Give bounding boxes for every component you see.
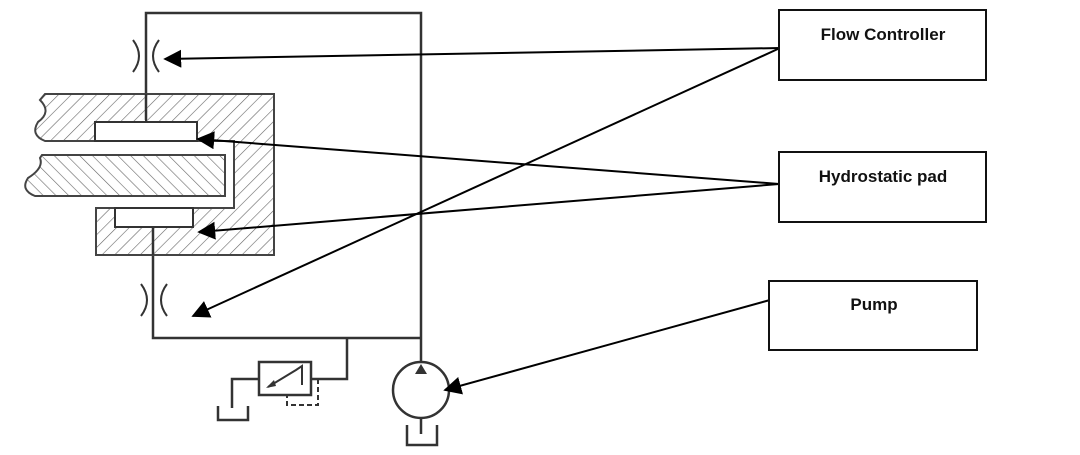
arrow-flow-controller-upper bbox=[163, 47, 781, 68]
lower-flow-controller-symbol bbox=[140, 283, 168, 317]
relief-branch-line bbox=[311, 338, 349, 381]
relief-valve-arrow bbox=[267, 364, 303, 388]
upper-hydrostatic-pad bbox=[94, 121, 198, 142]
label-box-pump: Pump bbox=[768, 280, 978, 351]
arrow-pump bbox=[443, 299, 771, 395]
supply-line-top bbox=[144, 11, 423, 362]
relief-valve-arrowhead bbox=[266, 380, 276, 388]
label-box-hydrostatic-pad: Hydrostatic pad bbox=[778, 151, 987, 223]
arrow-hydrostatic-pad-upper bbox=[196, 131, 780, 185]
relief-tank-icon bbox=[216, 406, 250, 422]
relief-valve bbox=[257, 360, 313, 397]
pump-tank-icon bbox=[405, 425, 439, 447]
shaft bbox=[24, 154, 226, 197]
label-pump: Pump bbox=[850, 295, 897, 314]
upper-flow-controller-symbol bbox=[132, 39, 160, 73]
label-flow-controller: Flow Controller bbox=[821, 25, 946, 44]
label-hydrostatic-pad: Hydrostatic pad bbox=[819, 167, 947, 186]
arrow-hydrostatic-pad-lower bbox=[197, 183, 780, 240]
pilot-line-dashed bbox=[286, 379, 319, 406]
arrow-flow-controller-lower bbox=[191, 47, 781, 318]
supply-line-bottom bbox=[151, 227, 421, 340]
label-box-flow-controller: Flow Controller bbox=[778, 9, 987, 81]
lower-hydrostatic-pad bbox=[114, 207, 194, 228]
relief-drain-line bbox=[230, 377, 259, 408]
pump-direction-triangle bbox=[415, 364, 427, 374]
